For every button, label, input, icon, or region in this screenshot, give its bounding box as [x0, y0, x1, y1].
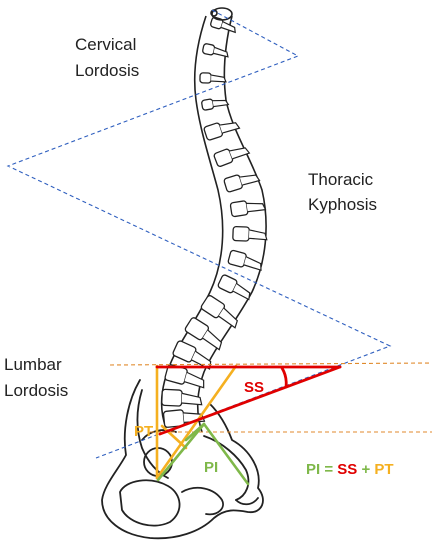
formula-pt: PT — [374, 461, 393, 478]
formula: PI = SS + PT — [306, 461, 394, 478]
blue-zigzag-guide — [6, 9, 392, 459]
ss-label: SS — [244, 379, 264, 396]
vertebra-process — [218, 307, 238, 329]
pelvis-inner-left — [136, 389, 169, 479]
vertebra-process — [220, 21, 236, 34]
formula-plus: + — [357, 461, 374, 478]
vertebra — [184, 317, 223, 351]
vertebra — [213, 147, 251, 167]
horizontal-guides — [109, 362, 433, 433]
vertebra-process — [246, 202, 267, 213]
vertebra — [172, 340, 212, 370]
vertebra-process — [184, 371, 205, 389]
cervical-label-line2: Lordosis — [75, 61, 139, 80]
vertebra-process — [213, 46, 229, 58]
vertebra-body — [213, 148, 234, 167]
pelvis-obturator — [119, 479, 181, 527]
pt-label: PT — [134, 423, 153, 440]
vertebra-body — [161, 388, 183, 407]
pt-lines — [155, 364, 238, 480]
thoracic-label-line2: Kyphosis — [308, 195, 377, 214]
vertebra — [217, 274, 251, 301]
vertebra-process — [181, 392, 203, 406]
vertebra-process — [219, 122, 241, 134]
lumbar-label-line2: Lordosis — [4, 381, 68, 400]
vertebra-process — [248, 229, 268, 241]
thoracic-label-line1: Thoracic — [308, 170, 374, 189]
pi-right — [202, 422, 250, 486]
formula-pi: PI — [306, 461, 320, 478]
vertebra-body — [232, 225, 250, 242]
atlas-dot — [210, 9, 218, 17]
vertebra — [210, 16, 236, 34]
vertebra — [164, 364, 205, 389]
pt-sacral-line — [160, 424, 188, 450]
pi-center — [184, 422, 206, 442]
sacrum-tip — [235, 497, 259, 506]
vertebra-process — [229, 147, 251, 160]
pi-label: PI — [204, 459, 218, 476]
vertebra-body — [162, 409, 185, 428]
vertebra-body — [202, 43, 216, 56]
formula-equals: = — [320, 461, 337, 478]
vertebra-body — [200, 295, 226, 319]
pi-left — [156, 422, 206, 482]
vertebra-process — [232, 283, 251, 301]
vertebra-process — [191, 350, 212, 370]
vertebra — [202, 43, 229, 58]
pi-lines — [156, 422, 250, 486]
text-labels: Cervical Lordosis Thoracic Kyphosis Lumb… — [4, 35, 394, 478]
vertebra — [229, 200, 267, 218]
horizontal-guide-top — [109, 362, 433, 366]
vertebra-process — [202, 329, 223, 351]
pelvis-outer — [101, 379, 264, 540]
vertebra — [227, 249, 262, 272]
vertebra — [203, 122, 241, 141]
vertebra-body — [201, 98, 215, 111]
pelvic-parameters — [155, 364, 342, 486]
atlas-ring — [211, 7, 233, 21]
pelvis-ischium — [181, 486, 224, 516]
formula-ss: SS — [337, 461, 357, 478]
vertebra — [200, 295, 238, 329]
lumbar-label-line1: Lumbar — [4, 355, 62, 374]
atlas — [210, 7, 233, 21]
ss-angle-arc — [280, 366, 288, 389]
vertebra — [223, 174, 261, 193]
vertebra-process — [243, 256, 262, 272]
ss-lines — [155, 365, 342, 436]
ss-sacral-slope — [158, 365, 342, 436]
vertebra-process — [212, 99, 230, 108]
vertebra — [199, 72, 227, 84]
curvature-guides — [6, 9, 392, 459]
cervical-label-line1: Cervical — [75, 35, 136, 54]
vertebra-body — [199, 72, 212, 84]
spine-right-edge — [196, 15, 267, 433]
vertebrae-group — [161, 16, 268, 428]
vertebra-process — [239, 174, 261, 186]
vertebra-body — [229, 200, 249, 218]
vertebra — [161, 388, 203, 407]
vertebra — [232, 225, 268, 242]
vertebra-process — [211, 74, 227, 83]
vertebra-body — [223, 174, 243, 193]
vertebra — [201, 98, 230, 111]
pt-diagonal — [155, 364, 238, 480]
vertebra-body — [172, 340, 197, 363]
